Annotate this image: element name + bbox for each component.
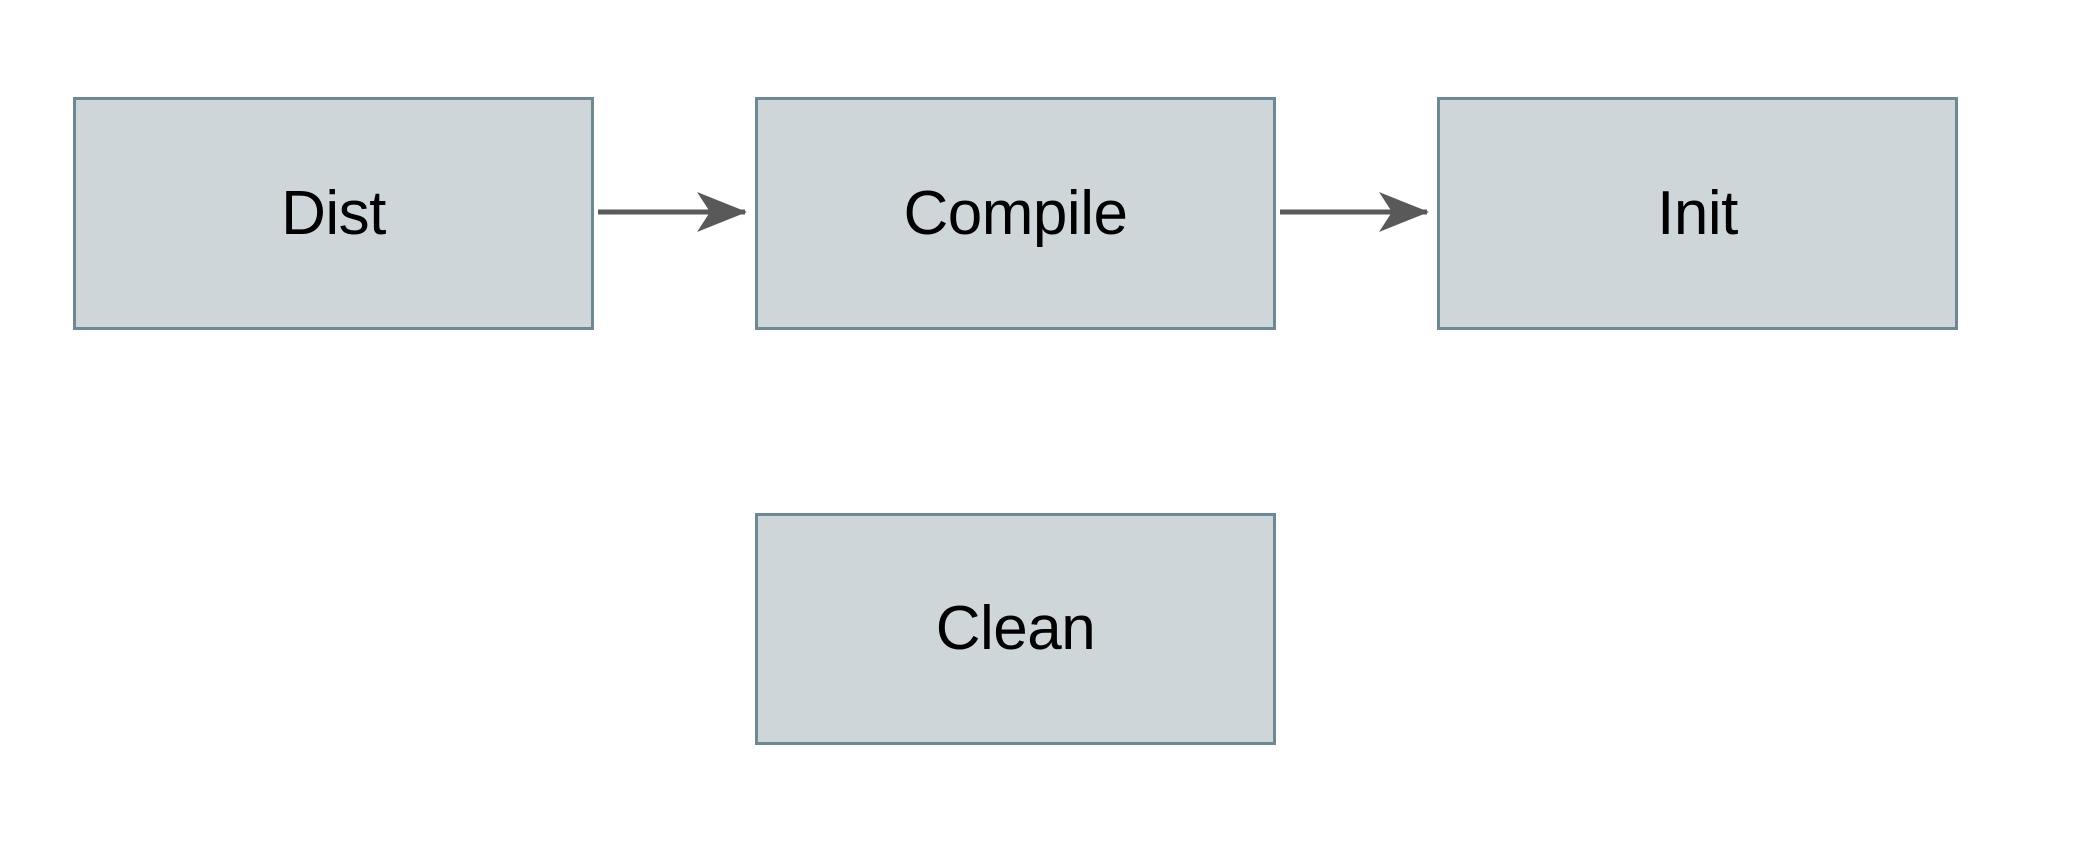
node-clean[interactable]: Clean bbox=[755, 513, 1276, 745]
node-clean-label: Clean bbox=[935, 594, 1096, 663]
node-compile-label: Compile bbox=[903, 178, 1128, 248]
node-init-label: Init bbox=[1657, 178, 1738, 248]
node-dist[interactable]: Dist bbox=[73, 97, 594, 330]
node-compile[interactable]: Compile bbox=[755, 97, 1276, 330]
node-dist-label: Dist bbox=[281, 178, 386, 248]
node-init[interactable]: Init bbox=[1437, 97, 1958, 330]
